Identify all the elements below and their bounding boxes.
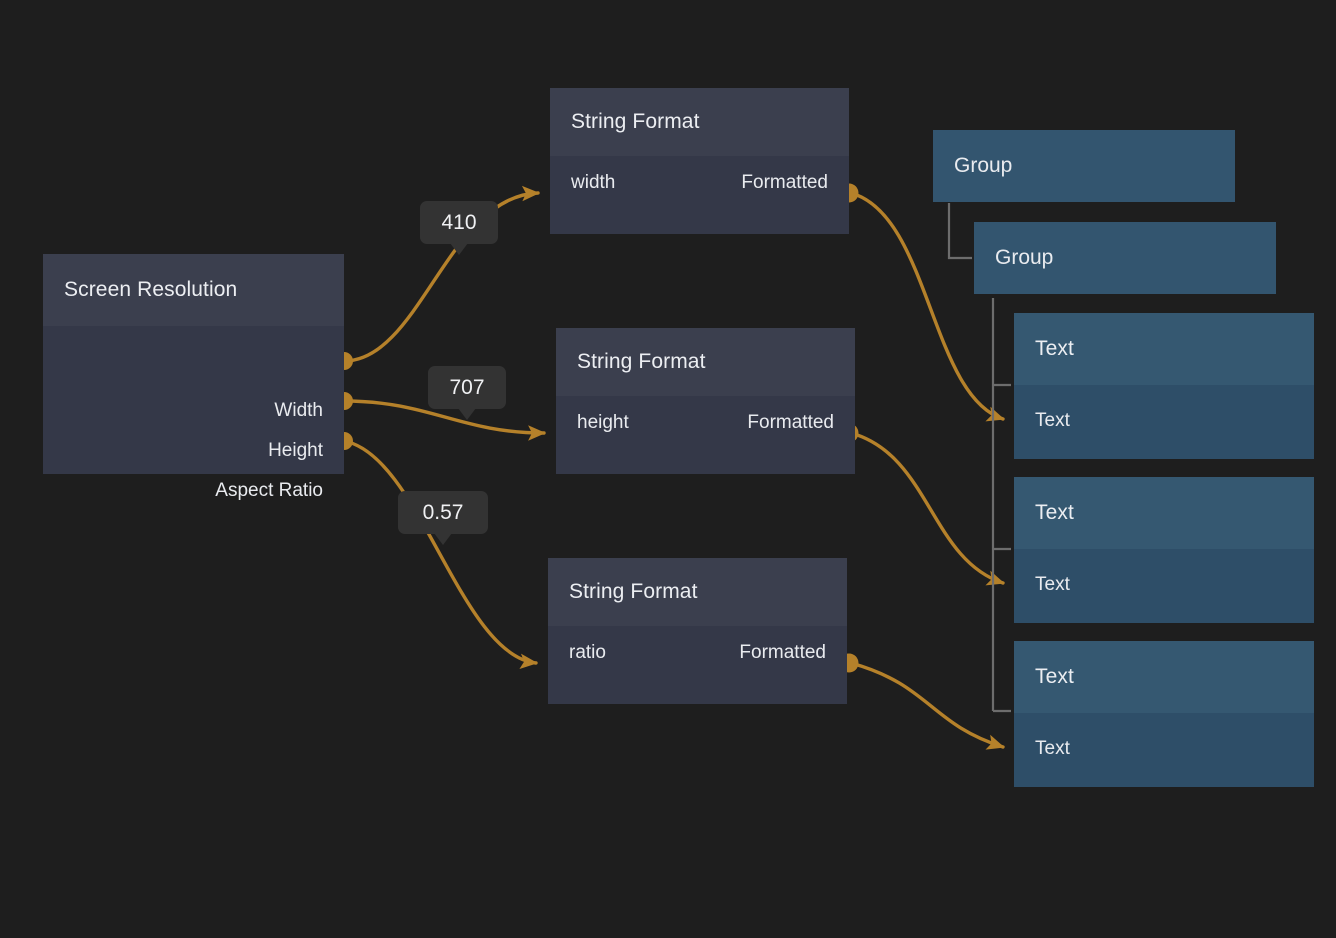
input-label-ratio: ratio <box>569 642 606 663</box>
output-label-formatted-ratio: Formatted <box>739 642 826 663</box>
node-string-format-height[interactable]: String Format height Formatted <box>556 328 855 474</box>
output-row-width[interactable]: Width <box>43 400 344 422</box>
node-text-3[interactable]: Text Text <box>1014 641 1314 787</box>
output-label-formatted-width: Formatted <box>741 172 828 193</box>
node-screen-resolution-title: Screen Resolution <box>64 278 238 301</box>
node-group-outer-title: Group <box>954 154 1013 177</box>
input-label-width: width <box>571 172 616 193</box>
node-string-format-width-title: String Format <box>571 110 700 133</box>
node-screen-resolution-header[interactable]: Screen Resolution <box>43 254 344 326</box>
node-text-1-title: Text <box>1035 337 1074 360</box>
node-string-format-ratio-header[interactable]: String Format <box>548 558 847 626</box>
node-text-2-title: Text <box>1035 501 1074 524</box>
input-label-height: height <box>577 412 629 433</box>
value-badge-height: 707 <box>428 366 506 420</box>
value-badge-ratio-tail <box>434 533 452 545</box>
output-label-aspect-ratio: Aspect Ratio <box>215 480 323 501</box>
node-string-format-ratio-body: ratio Formatted <box>548 626 847 704</box>
node-group-outer[interactable]: Group <box>933 130 1235 202</box>
output-row-height[interactable]: Height <box>43 440 344 462</box>
node-group-inner-title: Group <box>995 246 1054 269</box>
value-badge-width-text: 410 <box>441 210 477 234</box>
node-string-format-height-title: String Format <box>577 350 706 373</box>
node-text-1-body-label: Text <box>1035 410 1070 431</box>
node-string-format-ratio-title: String Format <box>569 580 698 603</box>
node-text-1-body: Text <box>1014 385 1314 459</box>
node-screen-resolution-body: Width Height Aspect Ratio <box>43 326 344 501</box>
node-text-2-body: Text <box>1014 549 1314 623</box>
node-text-3-body-label: Text <box>1035 738 1070 759</box>
value-badge-height-tail <box>458 408 476 420</box>
node-text-3-title: Text <box>1035 665 1074 688</box>
node-string-format-height-header[interactable]: String Format <box>556 328 855 396</box>
output-label-width: Width <box>274 400 323 421</box>
node-text-1[interactable]: Text Text <box>1014 313 1314 459</box>
value-badge-height-text: 707 <box>449 375 485 399</box>
output-row-aspect-ratio[interactable]: Aspect Ratio <box>43 480 344 502</box>
node-text-3-header[interactable]: Text <box>1014 641 1314 713</box>
port-row-ratio[interactable]: ratio Formatted <box>548 642 847 664</box>
node-text-1-header[interactable]: Text <box>1014 313 1314 385</box>
node-screen-resolution[interactable]: Screen Resolution Width Height Aspect Ra… <box>43 254 344 501</box>
node-text-3-body: Text <box>1014 713 1314 787</box>
node-string-format-height-body: height Formatted <box>556 396 855 474</box>
node-string-format-width[interactable]: String Format width Formatted <box>550 88 849 234</box>
value-badge-width: 410 <box>420 201 498 255</box>
node-group-inner[interactable]: Group <box>974 222 1276 294</box>
value-badge-width-tail <box>450 243 468 255</box>
output-label-formatted-height: Formatted <box>747 412 834 433</box>
node-text-2-body-label: Text <box>1035 574 1070 595</box>
node-string-format-width-header[interactable]: String Format <box>550 88 849 156</box>
node-string-format-ratio[interactable]: String Format ratio Formatted <box>548 558 847 704</box>
value-badge-ratio-text: 0.57 <box>422 500 464 524</box>
value-badge-ratio: 0.57 <box>398 491 488 545</box>
output-label-height: Height <box>268 440 323 461</box>
node-string-format-width-body: width Formatted <box>550 156 849 234</box>
port-row-width[interactable]: width Formatted <box>550 172 849 194</box>
node-text-2[interactable]: Text Text <box>1014 477 1314 623</box>
port-row-height[interactable]: height Formatted <box>556 412 855 434</box>
node-text-2-header[interactable]: Text <box>1014 477 1314 549</box>
